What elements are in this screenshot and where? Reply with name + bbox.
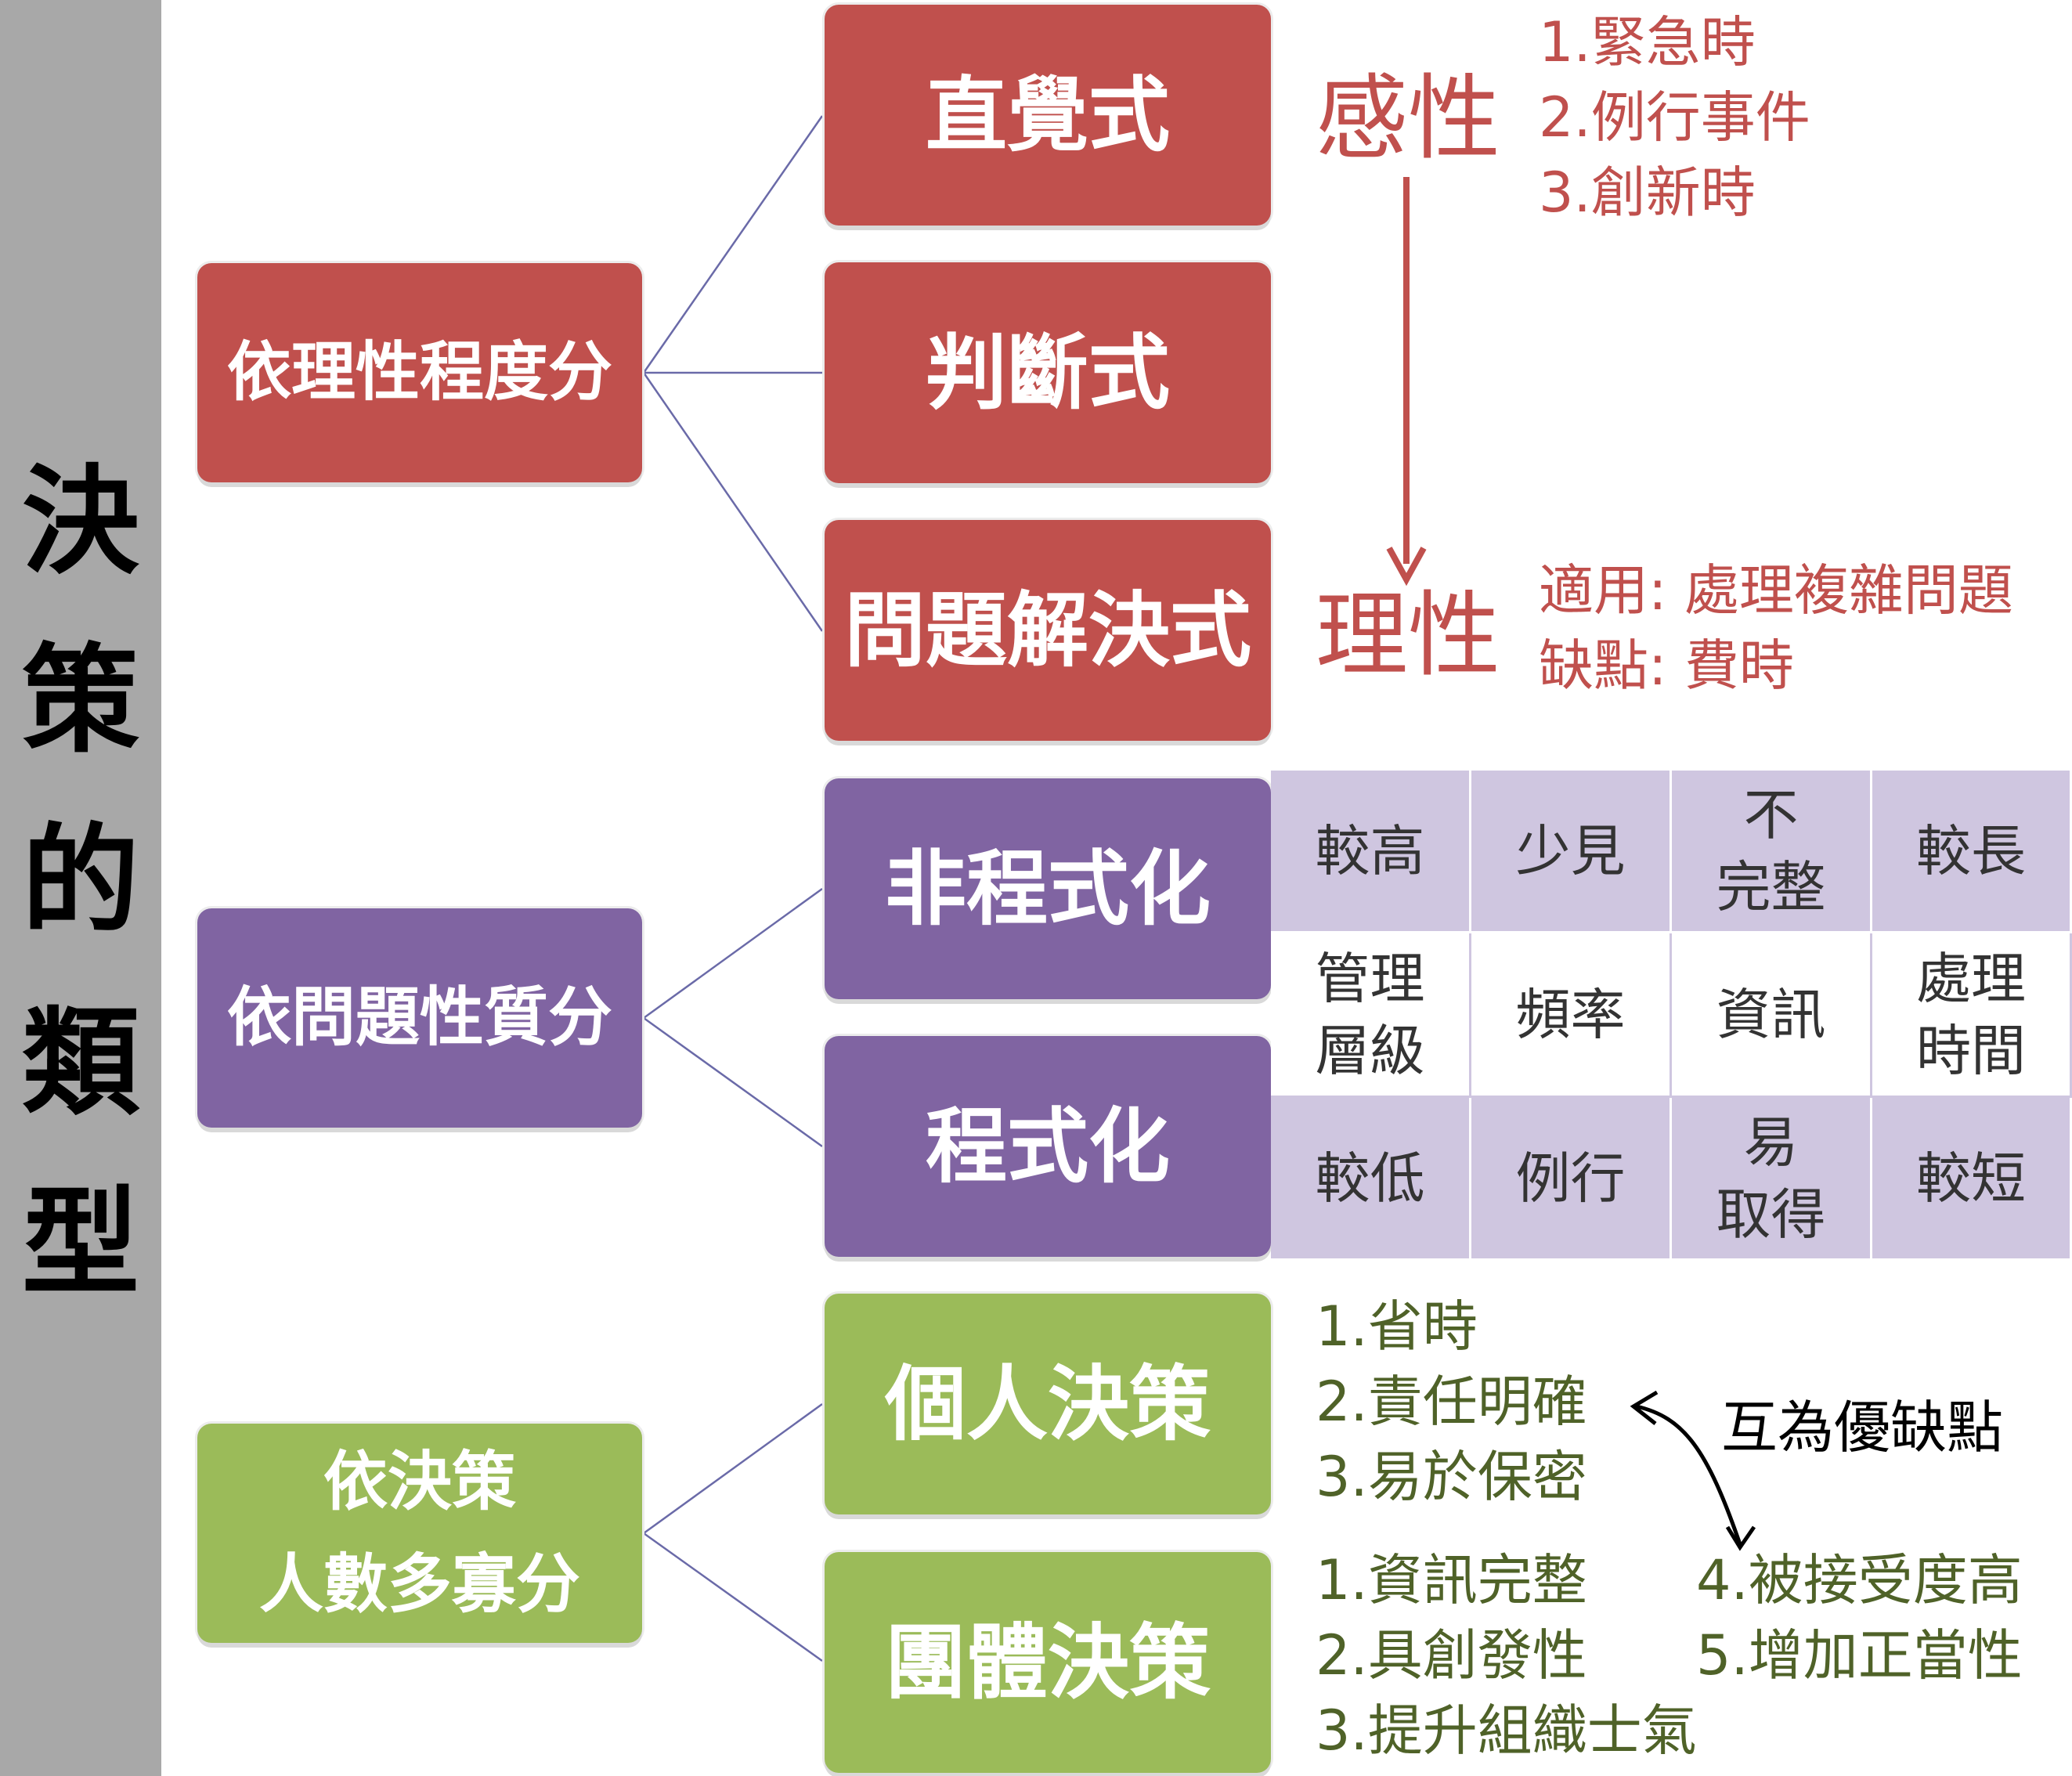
table-header-cell: 管理 層級 — [1271, 933, 1471, 1098]
table-cell: 易 取得 — [1672, 1098, 1872, 1261]
group-item: 1.資訊完整 — [1316, 1548, 1587, 1612]
mutual-arrow — [1630, 1390, 1756, 1551]
table-header-cell: 資訊 — [1672, 933, 1872, 1098]
title-char: 型 — [21, 1175, 139, 1312]
category-problem-label: 依問題性質分 — [226, 980, 612, 1055]
leaf-group: 團體決策 — [825, 1552, 1271, 1773]
group-items-left: 1.資訊完整 2.具創發性 3.提升組織士氣 — [1316, 1543, 1697, 1768]
emotional-item: 1.緊急時 — [1539, 10, 1756, 74]
category-people-line1: 依決策 — [323, 1444, 516, 1519]
table-cell: 較長 — [1872, 771, 2072, 933]
category-problem: 依問題性質分 — [197, 908, 642, 1128]
scale-emotional: 感性 — [1316, 64, 1501, 172]
group-item: 2.具創發性 — [1316, 1623, 1587, 1688]
emotional-item: 3.創新時 — [1539, 161, 1756, 225]
rational-items: 適用: 處理複雜問題 缺點: 費時 — [1539, 553, 2013, 703]
title-sidebar: 決 策 的 類 型 — [0, 0, 161, 1776]
connector-line — [643, 887, 823, 1020]
individual-item: 1.省時 — [1316, 1294, 1478, 1359]
connector-line — [643, 1402, 823, 1535]
table-cell: 不 完整 — [1672, 771, 1872, 933]
rational-item: 缺點: 費時 — [1539, 634, 1794, 698]
table-cell: 較低 — [1271, 1098, 1471, 1261]
leaf-individual: 個人決策 — [825, 1294, 1271, 1514]
leaf-programmed: 程式化 — [825, 1036, 1271, 1257]
connector-line — [643, 1016, 823, 1148]
category-people: 依決策 人數多寡分 — [197, 1424, 642, 1643]
category-rational: 依理性程度分 — [197, 263, 642, 482]
table-cell: 較高 — [1271, 771, 1471, 933]
emotional-items: 1.緊急時 2.例行事件 3.創新時 — [1539, 5, 1810, 230]
scale-arrow — [1386, 177, 1427, 587]
title-char: 類 — [21, 995, 139, 1132]
group-item: 5.增加正當性 — [1696, 1623, 2023, 1688]
group-items-right: 4.被接受度高 5.增加正當性 — [1696, 1543, 2023, 1693]
table-header-cell: 頻率 — [1471, 933, 1672, 1098]
connector-line — [642, 372, 824, 632]
emotional-item: 2.例行事件 — [1539, 85, 1810, 150]
title-char: 決 — [21, 454, 139, 590]
leaf-non-programmed: 非程式化 — [825, 778, 1271, 999]
table-cell: 少見 — [1471, 771, 1672, 933]
title-char: 策 — [21, 633, 139, 769]
table-cell: 例行 — [1471, 1098, 1672, 1261]
group-item: 4.被接受度高 — [1696, 1548, 2023, 1612]
title-char: 的 — [21, 813, 139, 949]
individual-items: 1.省時 2.責任明確 3.易於保密 — [1316, 1289, 1587, 1514]
rational-item: 適用: 處理複雜問題 — [1539, 558, 2013, 623]
category-people-line2: 人數多寡分 — [258, 1547, 580, 1622]
connector-line — [643, 1532, 823, 1662]
mutual-note: 互為優缺點 — [1721, 1395, 2004, 1460]
table-cell: 較短 — [1872, 1098, 2072, 1261]
group-item: 3.提升組織士氣 — [1316, 1698, 1697, 1763]
leaf-problem-solving: 問題解決式 — [825, 520, 1271, 741]
comparison-table: 較高 少見 不 完整 較長 管理 層級 頻率 資訊 處理 時間 較低 例行 易 … — [1271, 771, 2072, 1261]
individual-item: 3.易於保密 — [1316, 1445, 1587, 1509]
scale-rational: 理性 — [1316, 581, 1501, 689]
connector-line — [642, 115, 824, 374]
individual-item: 2.責任明確 — [1316, 1370, 1587, 1434]
table-header-cell: 處理 時間 — [1872, 933, 2072, 1098]
leaf-intuitive: 直覺式 — [825, 5, 1271, 226]
leaf-judgment: 判斷式 — [825, 262, 1271, 483]
